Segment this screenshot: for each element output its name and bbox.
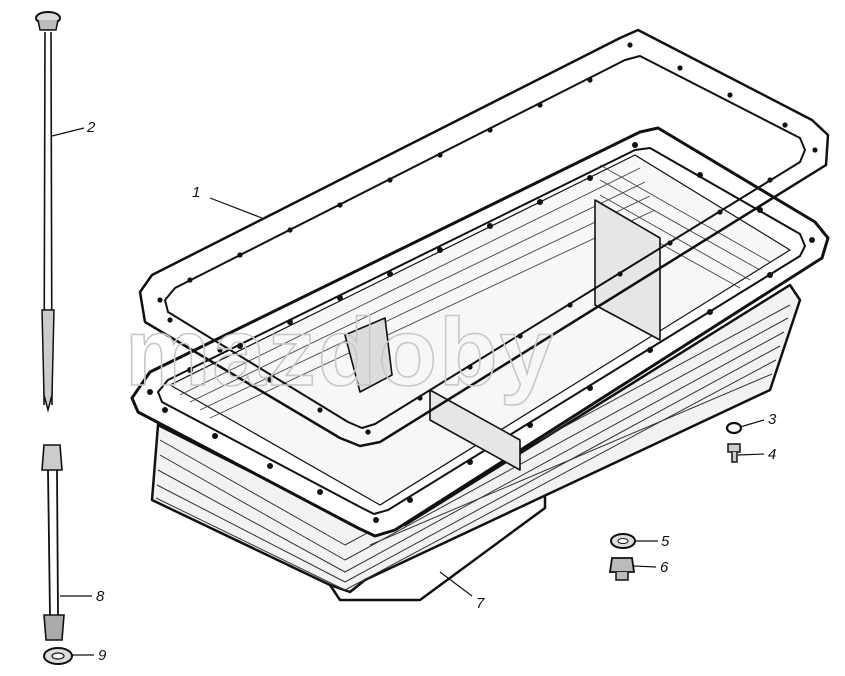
callout-1: 1 xyxy=(192,184,200,201)
oil-pan-flange-inner xyxy=(157,147,806,515)
lock-washer-3 xyxy=(725,421,743,435)
dipstick-tube-fitting xyxy=(43,614,65,641)
leader-4 xyxy=(737,453,765,456)
callout-4: 4 xyxy=(768,446,776,463)
leader-1 xyxy=(209,197,263,219)
dipstick xyxy=(35,11,61,413)
washer-9 xyxy=(43,647,73,665)
oil-pan-pickup-bracket xyxy=(344,317,393,393)
gasket-holes xyxy=(157,42,818,435)
callout-5: 5 xyxy=(661,533,670,550)
drain-plug-6 xyxy=(608,557,636,581)
oil-pan-sump xyxy=(328,495,547,602)
leader-7 xyxy=(439,571,473,597)
callout-labels: 1 2 3 4 5 6 7 8 9 xyxy=(86,119,777,664)
gasket xyxy=(138,28,830,448)
watermark: mazdoby xyxy=(125,299,555,406)
dipstick-blade xyxy=(41,309,55,413)
oil-pan-flange-holes xyxy=(147,142,815,523)
dipstick-tube-top xyxy=(41,444,63,471)
dipstick-tube-body xyxy=(47,469,59,616)
oil-pan-baffle-rear xyxy=(594,199,661,341)
callout-3: 3 xyxy=(768,411,777,428)
callout-7: 7 xyxy=(476,595,485,612)
gasket-inner-edge xyxy=(164,55,806,429)
leader-2 xyxy=(51,127,85,137)
dipstick-cap-body xyxy=(37,19,59,31)
callout-8: 8 xyxy=(96,588,105,605)
callout-6: 6 xyxy=(660,559,669,576)
oil-pan xyxy=(130,126,830,602)
leader-3 xyxy=(739,419,765,428)
callout-9: 9 xyxy=(98,647,107,664)
callout-2: 2 xyxy=(86,119,96,136)
bolt-4 xyxy=(727,443,741,463)
leader-lines xyxy=(51,127,765,656)
dipstick-tube xyxy=(41,444,65,641)
leader-6 xyxy=(633,565,657,568)
washer-5 xyxy=(610,533,636,549)
oil-pan-ribs xyxy=(155,304,791,591)
gasket-outer-edge xyxy=(138,28,830,448)
